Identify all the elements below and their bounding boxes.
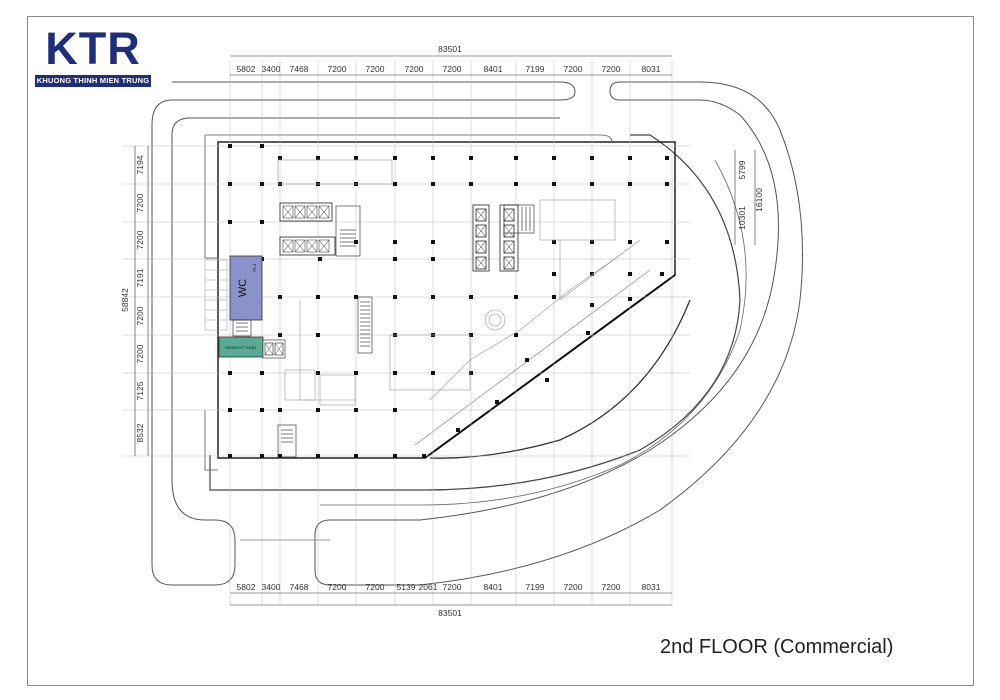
- column-row-7: [228, 358, 549, 382]
- bottom-dimension-label: 7200: [328, 582, 347, 592]
- wc-label: WC: [237, 279, 249, 297]
- building-outline: [217, 141, 676, 459]
- elevator-bank-left: [279, 202, 336, 256]
- elevator-bank-right: [472, 204, 519, 272]
- diagonal-facade: [424, 274, 676, 459]
- top-total-dimension: 83501: [438, 44, 462, 54]
- bottom-dimension-label: 7200: [602, 582, 621, 592]
- column-row-9: [228, 454, 426, 458]
- left-entrance-steps: [204, 259, 228, 331]
- site-road-outer: [151, 81, 576, 586]
- building-outer-wall: [205, 134, 613, 143]
- wc-room: [229, 255, 263, 321]
- top-dimension-label: 3400: [262, 64, 281, 74]
- left-dimension-label: 7200: [135, 193, 145, 212]
- technical-room-label: PHÒNG KỸ THUẬT: [225, 345, 257, 350]
- column-row-1: [228, 144, 669, 160]
- bottom-total-dimension: 83501: [438, 608, 462, 618]
- top-segment-labels: 5802 3400 7468 7200 7200 7200 7200 8401 7199 7200…: [237, 64, 661, 74]
- interior-partitions: [277, 159, 641, 406]
- right-segment-labels: 5799 10301: [737, 160, 747, 230]
- bottom-dimension-label: 3400: [262, 582, 281, 592]
- right-dimension-label: 5799: [737, 160, 747, 179]
- top-dimension-label: 7468: [290, 64, 309, 74]
- top-dimension-label: 7200: [564, 64, 583, 74]
- top-dimension-label: 7200: [405, 64, 424, 74]
- bottom-dimension-label: 7199: [526, 582, 545, 592]
- right-dimension-label: 10301: [737, 206, 747, 230]
- top-dimension-label: 7200: [366, 64, 385, 74]
- bottom-dimension-label: 2061: [419, 582, 438, 592]
- drawing-title: 2nd FLOOR (Commercial): [660, 636, 894, 658]
- curved-boundary-3: [429, 299, 691, 459]
- bottom-dimension-label: 7468: [290, 582, 309, 592]
- left-dimension-label: 7191: [135, 268, 145, 287]
- dimension-bottom: [230, 592, 672, 606]
- column-row-8: [228, 400, 499, 432]
- left-total-dimension: 58842: [120, 288, 130, 312]
- left-dimension-label: 7200: [135, 230, 145, 249]
- dimension-left: [134, 146, 149, 456]
- curved-boundary-2: [320, 159, 747, 506]
- top-dimension-label: 8401: [484, 64, 503, 74]
- left-dimension-label: 7200: [135, 344, 145, 363]
- top-dimension-label: 5802: [237, 64, 256, 74]
- building-left-wall-lower: [204, 410, 218, 471]
- column-row-5: [278, 295, 632, 307]
- logo-subtitle: KHUONG THINH MIEN TRUNG: [35, 75, 151, 87]
- elevator-small: [262, 339, 286, 359]
- curved-boundary-1: [209, 134, 741, 491]
- bottom-dimension-label: 5802: [237, 582, 256, 592]
- column-row-6: [278, 331, 590, 337]
- grid-lines-horizontal: [122, 145, 690, 457]
- diagonal-facade-inner: [414, 269, 651, 446]
- building-left-wall: [204, 135, 218, 259]
- logo-brand: KTR: [45, 23, 141, 74]
- dimension-top: [230, 55, 672, 76]
- site-road-right: [314, 81, 803, 586]
- stair-core-right: [503, 204, 535, 234]
- stair-small: [232, 319, 252, 337]
- atrium-void: [484, 309, 506, 331]
- bottom-dimension-label: 7200: [443, 582, 462, 592]
- left-dimension-label: 7125: [135, 381, 145, 400]
- bottom-dimension-label: 7200: [366, 582, 385, 592]
- top-dimension-label: 7200: [328, 64, 347, 74]
- top-dimension-label: 7199: [526, 64, 545, 74]
- stair-bottom: [277, 424, 297, 458]
- left-dimension-label: 7194: [135, 155, 145, 174]
- stair-core-left: [335, 205, 361, 257]
- bottom-dimension-label: 8031: [642, 582, 661, 592]
- left-segment-labels: 7194 7200 7200 7191 7200 7200 7125 8532: [135, 155, 145, 442]
- left-dimension-label: 8532: [135, 423, 145, 442]
- wc-area: 75.4: [252, 263, 257, 272]
- ktr-logo: KTR KHUONG THINH MIEN TRUNG: [33, 26, 153, 88]
- grid-lines-vertical: [229, 60, 673, 605]
- bottom-dimension-label: 7200: [564, 582, 583, 592]
- bottom-dimension-label: 5139: [397, 582, 416, 592]
- top-dimension-label: 7200: [602, 64, 621, 74]
- top-dimension-label: 7200: [443, 64, 462, 74]
- dimension-right: [734, 150, 756, 245]
- top-dimension-label: 8031: [642, 64, 661, 74]
- bottom-dimension-label: 8401: [484, 582, 503, 592]
- right-total-dimension: 16100: [754, 188, 764, 212]
- escalator: [357, 296, 373, 354]
- structural-columns: [228, 144, 669, 458]
- left-dimension-label: 7200: [135, 306, 145, 325]
- drawing-sheet: [27, 16, 974, 686]
